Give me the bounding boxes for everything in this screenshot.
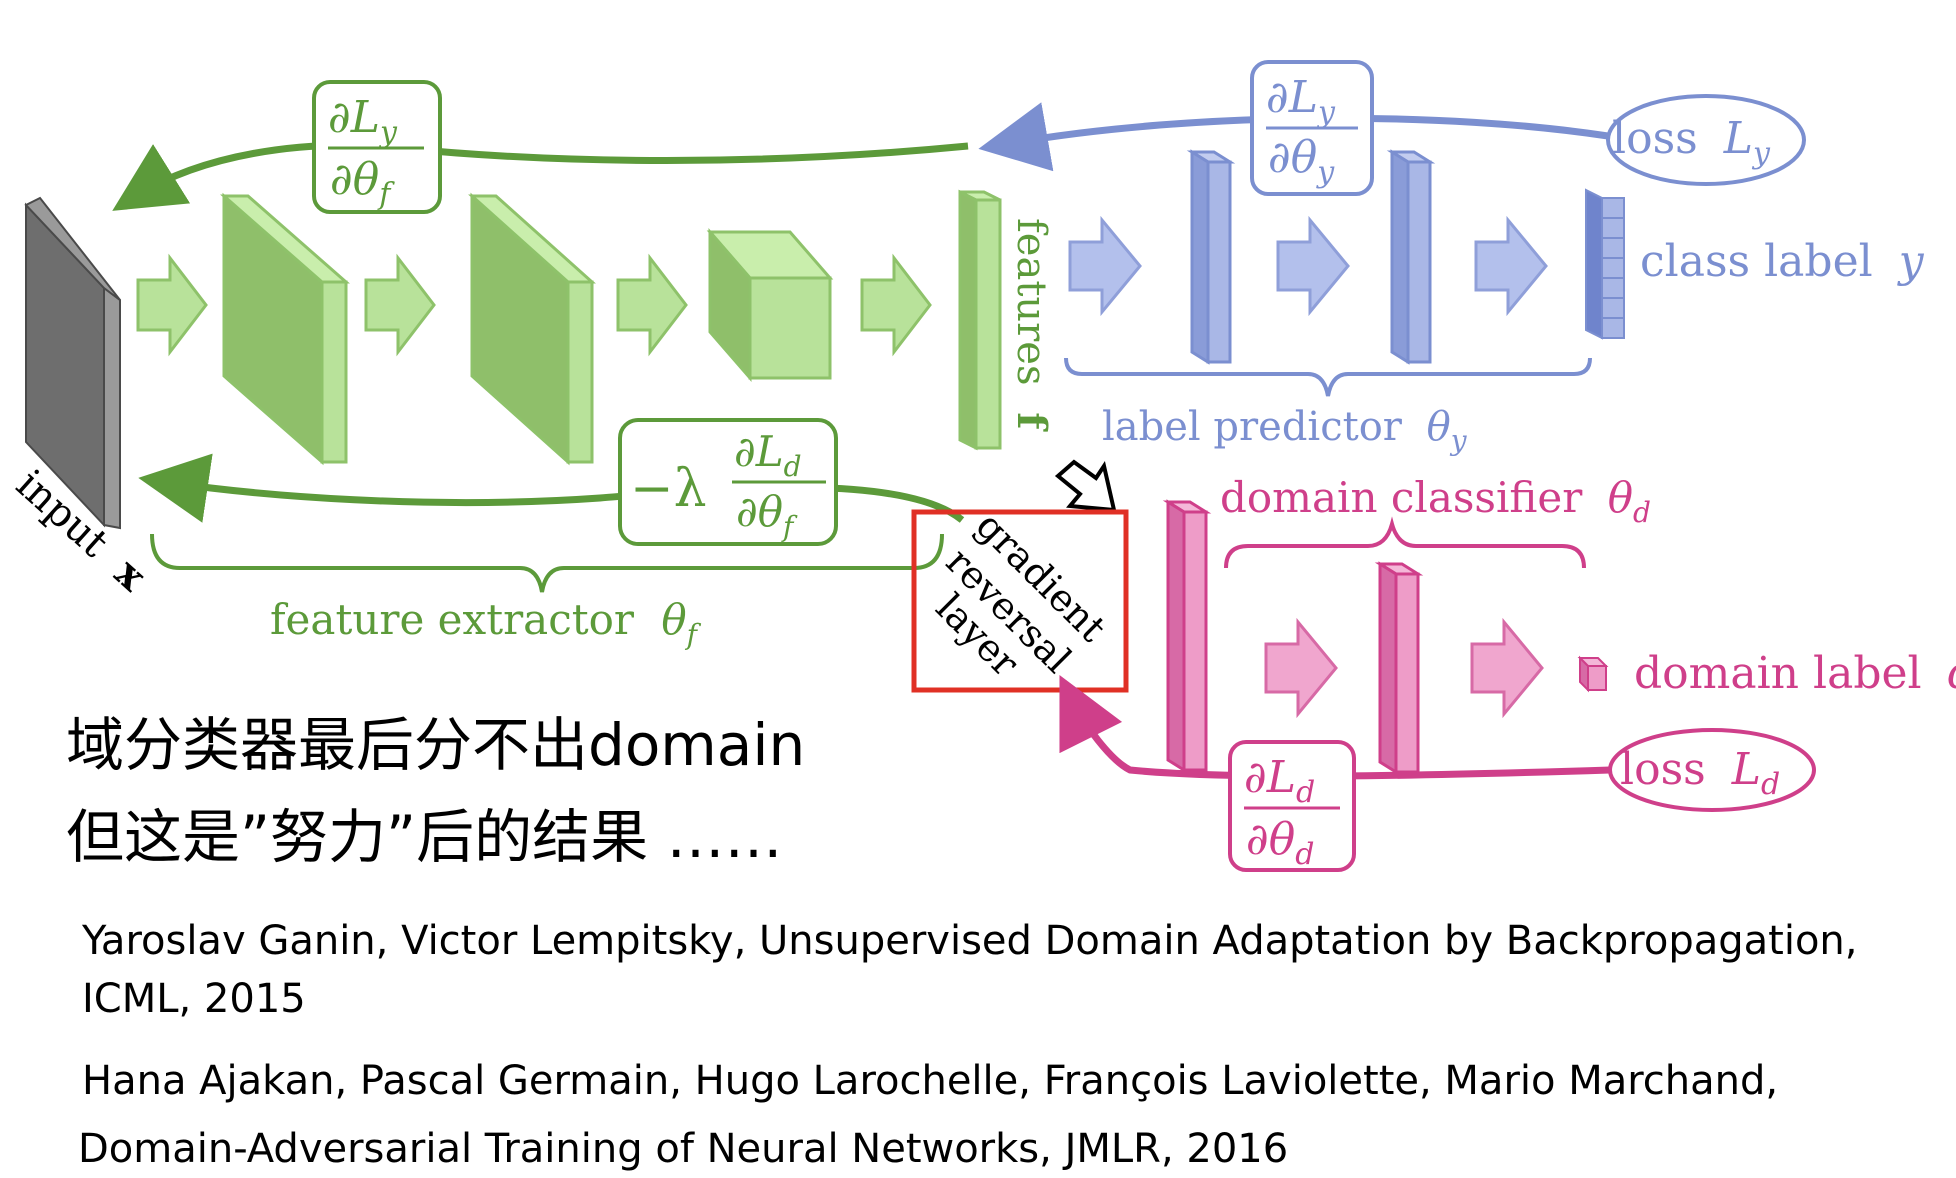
conv-block-2: [468, 192, 596, 466]
note-line-2: 但这是”努力”后的结果 ……: [66, 803, 783, 871]
label-predictor-layer-2: [1386, 149, 1436, 365]
reference-2-line-1: Hana Ajakan, Pascal Germain, Hugo Laroch…: [82, 1058, 1779, 1104]
reference-1-line-1: Yaroslav Ganin, Victor Lempitsky, Unsupe…: [82, 918, 1858, 964]
domain-label-text: domain label d: [1634, 648, 1956, 699]
domain-arrow-1: [1264, 617, 1338, 719]
domain-output-cube: [1577, 655, 1609, 693]
grl-pointer-arrow: [1054, 459, 1117, 513]
reference-1-line-2: ICML, 2015: [82, 976, 306, 1022]
label-predictor-layer-1: [1186, 149, 1236, 365]
class-output-vector: [1585, 188, 1625, 340]
grad-theta-f-formula: ∂Ly ∂θf: [328, 92, 424, 212]
feature-vector: [958, 189, 1002, 451]
grl-text: gradient reversal layer: [928, 503, 1115, 685]
label-predictor-arrow-1: [1068, 215, 1142, 317]
loss-y-text: loss Ly: [1612, 113, 1771, 171]
svg-text:∂Ld: ∂Ld: [1244, 752, 1315, 810]
feature-extractor-brace: [150, 533, 944, 593]
feature-extractor-text: feature extractor θf: [270, 595, 702, 651]
domain-layer-2: [1374, 561, 1424, 775]
svg-text:∂θy: ∂θy: [1268, 132, 1335, 190]
grad-reversed-formula: −λ ∂Ld ∂θf: [630, 427, 826, 543]
svg-text:∂Ly: ∂Ly: [328, 92, 398, 150]
domain-classifier-text: domain classifier θd: [1220, 473, 1651, 529]
label-predictor-brace: [1064, 357, 1592, 397]
grad-theta-d-formula: ∂Ld ∂θd: [1244, 752, 1340, 872]
grl-red-box: [911, 509, 1129, 693]
domain-arrow-2: [1470, 617, 1544, 719]
forward-arrow-1: [136, 253, 208, 357]
forward-arrow-4: [860, 253, 932, 357]
label-predictor-arrow-3: [1474, 215, 1548, 317]
grad-f-arrow: [112, 141, 969, 211]
reference-2-line-2: Domain-Adversarial Training of Neural Ne…: [78, 1126, 1289, 1172]
conv-block-3: [706, 227, 834, 383]
domain-classifier-brace: [1224, 516, 1586, 569]
domain-layer-1: [1162, 499, 1212, 773]
forward-arrow-2: [364, 253, 436, 357]
grad-theta-d-box: [1228, 740, 1356, 872]
label-predictor-text: label predictor θy: [1102, 404, 1468, 457]
conv-block-1: [220, 192, 350, 466]
svg-text:−λ: −λ: [630, 459, 707, 519]
forward-arrow-3: [616, 253, 688, 357]
grad-reversed-arrow: [138, 453, 965, 523]
label-predictor-arrow-2: [1276, 215, 1350, 317]
features-label: features f: [1008, 218, 1055, 432]
input-layer: [24, 196, 121, 530]
svg-text:∂Ly: ∂Ly: [1266, 72, 1336, 130]
grad-d-arrow: [1059, 674, 1611, 780]
grad-reversed-box: [618, 418, 838, 546]
loss-d-text: loss Ld: [1620, 744, 1780, 802]
svg-text:∂Ld: ∂Ld: [734, 427, 802, 483]
note-line-1: 域分类器最后分不出domain: [66, 711, 806, 779]
class-label-text: class label y: [1640, 236, 1925, 287]
svg-text:∂θd: ∂θd: [1246, 814, 1314, 872]
loss-y-ellipse: [1606, 94, 1806, 186]
grad-theta-y-formula: ∂Ly ∂θy: [1266, 72, 1358, 190]
